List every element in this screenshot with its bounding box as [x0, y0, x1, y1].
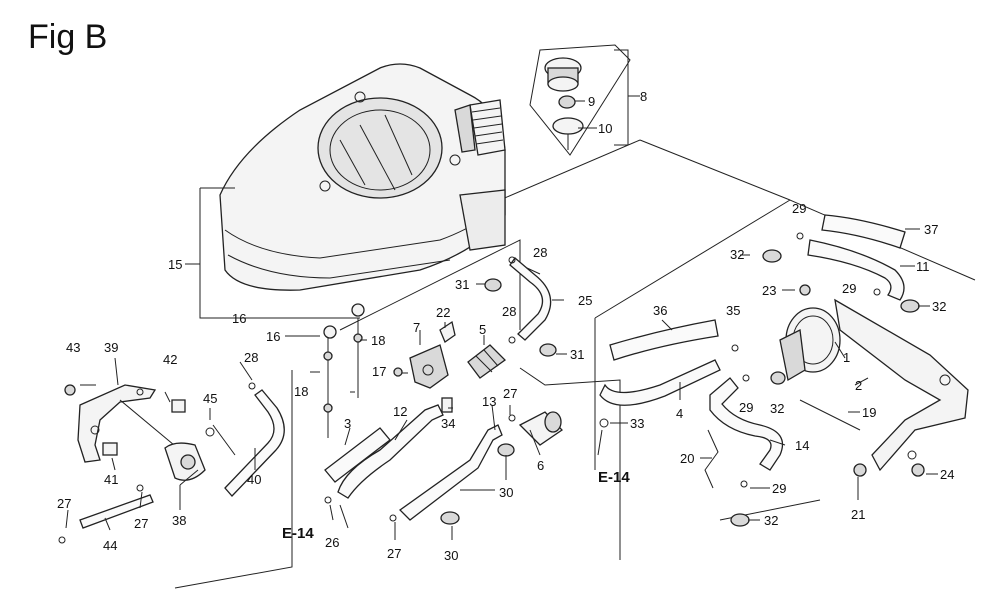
callout-31a: 31	[455, 277, 469, 292]
callout-29b: 29	[842, 281, 856, 296]
callout-7: 7	[413, 320, 420, 335]
hoses	[224, 214, 906, 521]
callout-37: 37	[924, 222, 938, 237]
callout-35: 35	[726, 303, 740, 318]
callout-4: 4	[676, 406, 683, 421]
ref-e14-left: E-14	[282, 525, 314, 542]
callout-18b: 18	[294, 384, 308, 399]
callout-labels: 1 2 3 4 5 6 7 8 9 10 11 12 13 14 15 16 1…	[57, 89, 954, 563]
callout-43: 43	[66, 340, 80, 355]
callout-40: 40	[247, 472, 261, 487]
callout-22: 22	[436, 305, 450, 320]
callout-17: 17	[372, 364, 386, 379]
callout-20: 20	[680, 451, 694, 466]
callout-28b: 28	[533, 245, 547, 260]
callout-18a: 18	[371, 333, 385, 348]
callout-12: 12	[393, 404, 407, 419]
callout-3: 3	[344, 416, 351, 431]
leader-lines	[65, 49, 938, 540]
lever-bracket-assembly	[64, 384, 215, 529]
callout-16a: 16	[232, 311, 246, 326]
callout-33: 33	[630, 416, 644, 431]
callout-44: 44	[103, 538, 117, 553]
section-dividers	[174, 139, 976, 589]
callout-2: 2	[855, 378, 862, 393]
callout-27c: 27	[503, 386, 517, 401]
callout-31b: 31	[570, 347, 584, 362]
callout-38: 38	[172, 513, 186, 528]
callout-1: 1	[843, 350, 850, 365]
fuel-cap-assembly	[529, 44, 631, 156]
callout-6: 6	[537, 458, 544, 473]
callout-16b: 16	[266, 329, 280, 344]
callout-19: 19	[862, 405, 876, 420]
callout-28a: 28	[244, 350, 258, 365]
callout-14: 14	[795, 438, 809, 453]
callout-28c: 28	[502, 304, 516, 319]
callout-29a: 29	[792, 201, 806, 216]
callout-13: 13	[482, 394, 496, 409]
figure-title: Fig B	[28, 18, 108, 56]
callout-27b: 27	[134, 516, 148, 531]
callout-42: 42	[163, 352, 177, 367]
callout-26: 26	[325, 535, 339, 550]
callout-29d: 29	[772, 481, 786, 496]
callout-21: 21	[851, 507, 865, 522]
callout-5: 5	[479, 322, 486, 337]
callout-32a: 32	[730, 247, 744, 262]
hose-clamps	[58, 232, 920, 544]
ref-e14-right: E-14	[598, 469, 630, 486]
callout-15: 15	[168, 257, 182, 272]
callout-24: 24	[940, 467, 954, 482]
callout-10: 10	[598, 121, 612, 136]
callout-36: 36	[653, 303, 667, 318]
callout-39: 39	[104, 340, 118, 355]
callout-41: 41	[104, 472, 118, 487]
callout-8: 8	[640, 89, 647, 104]
callout-23: 23	[762, 283, 776, 298]
fuel-tank	[219, 63, 506, 291]
callout-30b: 30	[444, 548, 458, 563]
callout-34: 34	[441, 416, 455, 431]
valve-parts	[323, 303, 563, 446]
callout-30a: 30	[499, 485, 513, 500]
callout-9: 9	[588, 94, 595, 109]
callout-27d: 27	[387, 546, 401, 561]
callout-45: 45	[203, 391, 217, 406]
callout-11: 11	[916, 259, 930, 274]
callout-32c: 32	[770, 401, 784, 416]
callout-29c: 29	[739, 400, 753, 415]
fuel-pump-assembly	[704, 284, 969, 489]
callout-32b: 32	[932, 299, 946, 314]
callout-27a: 27	[57, 496, 71, 511]
callout-32d: 32	[764, 513, 778, 528]
callout-25: 25	[578, 293, 592, 308]
